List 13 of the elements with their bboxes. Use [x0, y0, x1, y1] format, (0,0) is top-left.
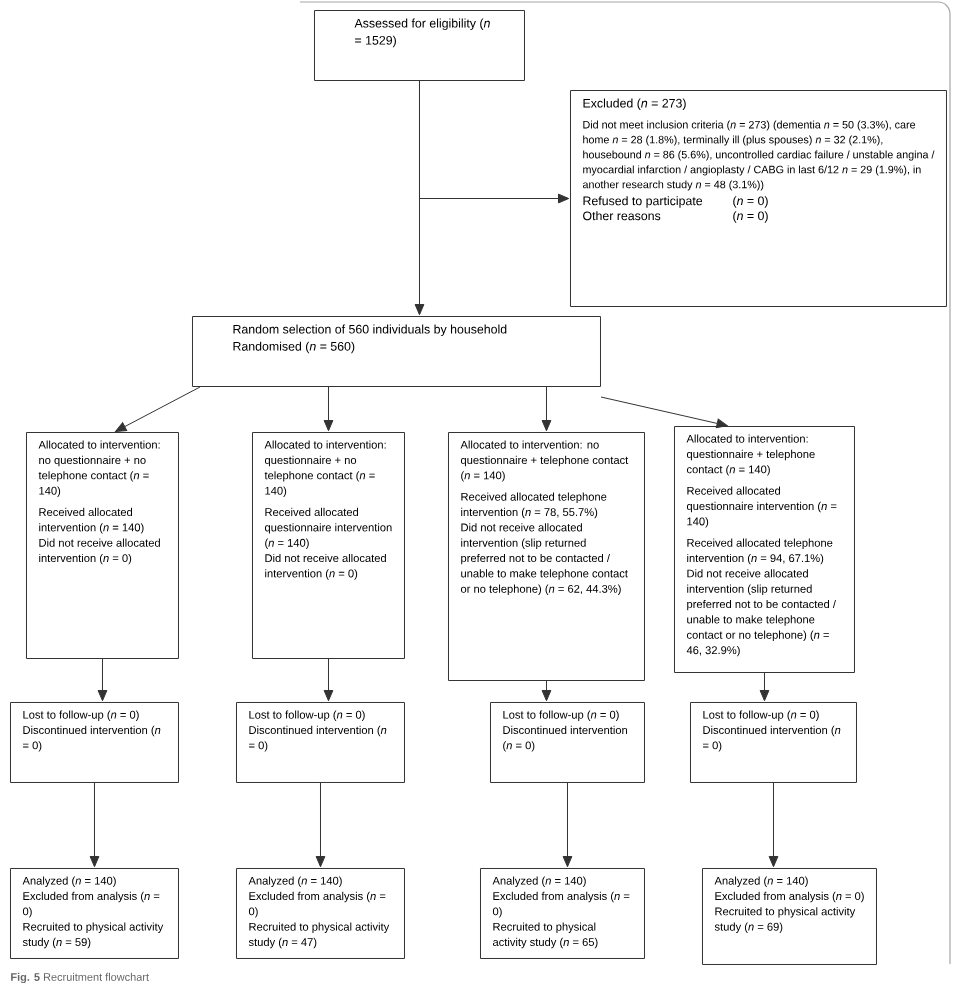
arrow — [89, 782, 100, 868]
arrow — [600, 396, 728, 429]
arrow — [541, 386, 552, 432]
arrow — [419, 80, 570, 204]
arrow — [97, 658, 108, 702]
arrow — [768, 782, 779, 868]
arrow — [759, 672, 770, 702]
arrow — [323, 658, 334, 702]
arrow — [115, 386, 201, 432]
arrow — [541, 680, 552, 702]
arrow — [562, 782, 573, 868]
arrow — [315, 782, 326, 868]
arrow — [323, 386, 334, 432]
